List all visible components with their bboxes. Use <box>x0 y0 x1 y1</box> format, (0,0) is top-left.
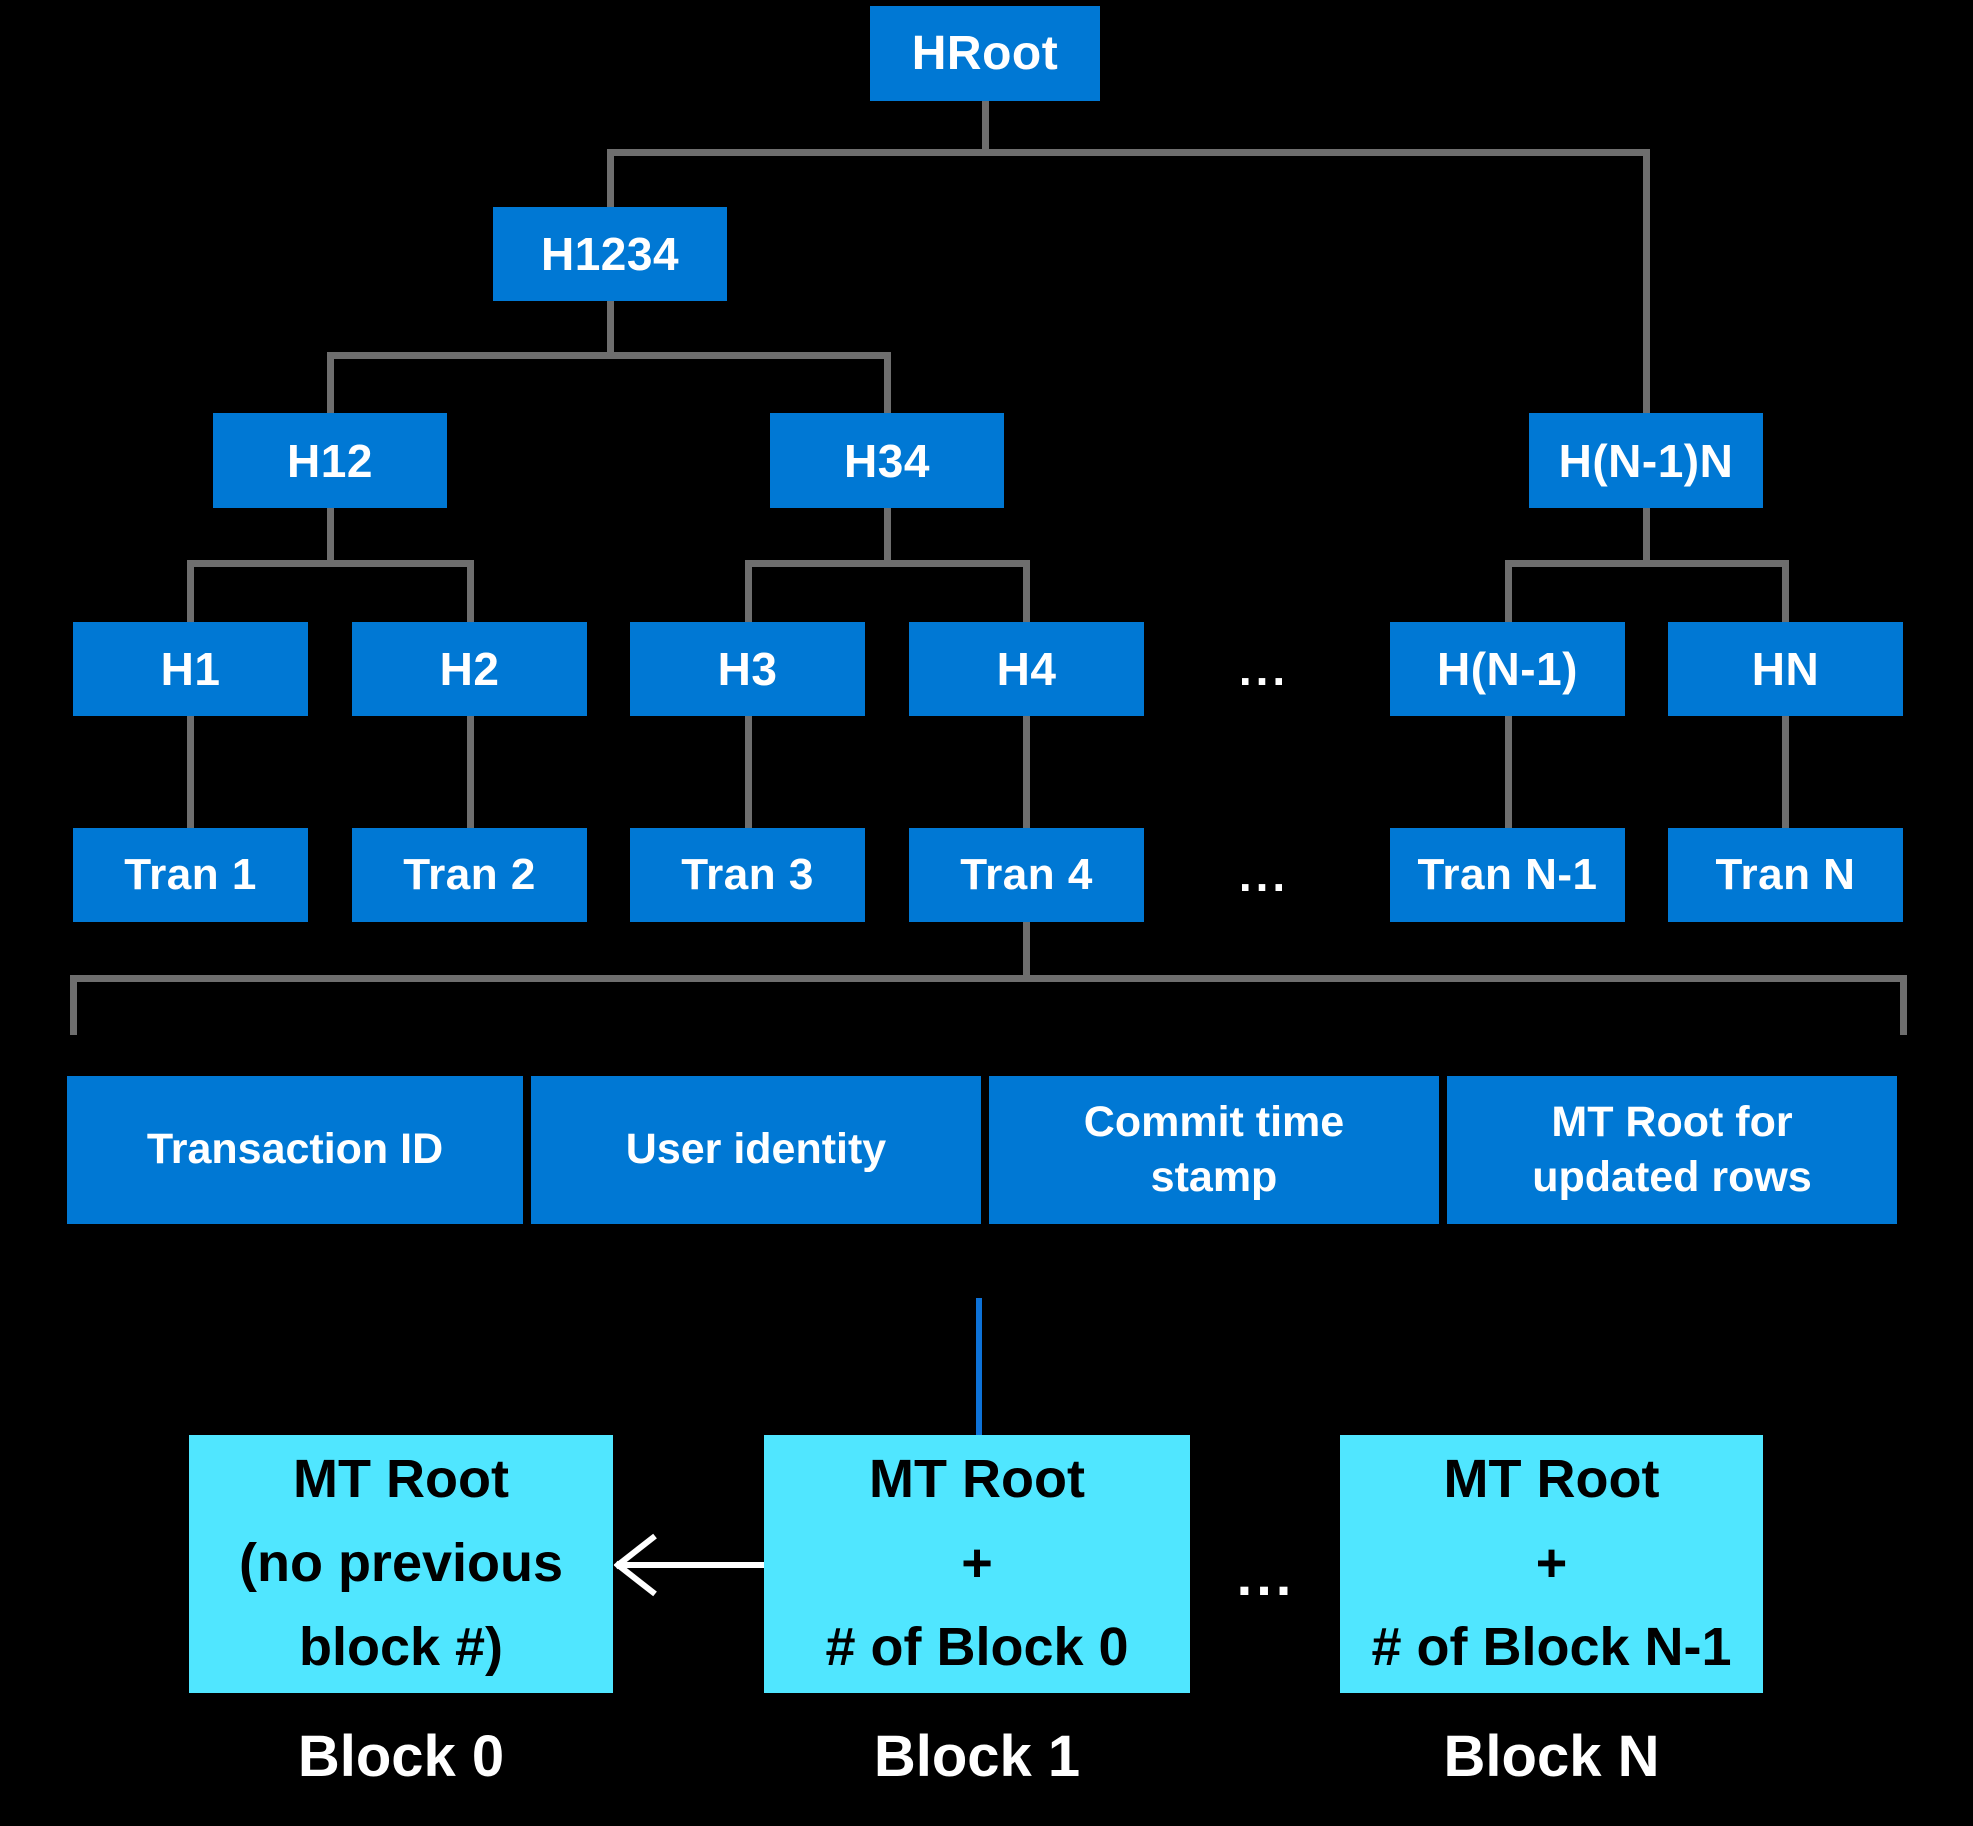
node-h34: H34 <box>770 413 1004 508</box>
node-h4: H4 <box>909 622 1144 716</box>
connector-hn1n-stem <box>1643 507 1650 563</box>
connector-h4-tran4 <box>1023 714 1030 830</box>
connector-drop-h1 <box>187 560 194 622</box>
node-h1: H1 <box>73 622 308 716</box>
connector-h2-tran2 <box>467 714 474 830</box>
connector-hroot-stem <box>982 100 989 152</box>
ellipsis-block-row: ... <box>1236 1543 1296 1607</box>
block0-caption: Block 0 <box>297 1723 505 1789</box>
node-h3: H3 <box>630 622 865 716</box>
connector-level1-horizontal <box>327 352 891 359</box>
block-line: MT Root <box>293 1449 509 1510</box>
node-trann: Tran N <box>1668 828 1903 922</box>
node-hn1: H(N-1) <box>1390 622 1625 716</box>
connector-h1234-stem <box>607 299 614 357</box>
node-hn: HN <box>1668 622 1903 716</box>
connector-hn1n-bracket <box>1505 560 1789 567</box>
connector-record-bracket-right-tick <box>1900 975 1907 1035</box>
connector-h3-tran3 <box>745 714 752 830</box>
block-line: + <box>961 1533 993 1594</box>
connector-drop-hn1 <box>1505 560 1512 622</box>
block-line: MT Root <box>1443 1449 1660 1510</box>
connector-tran4-stem <box>1023 920 1030 978</box>
node-hroot: HRoot <box>870 6 1100 101</box>
connector-drop-h4 <box>1023 560 1030 622</box>
connector-h12-stem <box>327 507 334 563</box>
record-cell-mt-root: MT Root for updated rows <box>1447 1076 1897 1224</box>
record-cell-label: Transaction ID <box>146 1125 444 1174</box>
block1-caption: Block 1 <box>873 1723 1081 1789</box>
node-h12: H12 <box>213 413 447 508</box>
connector-drop-h2 <box>467 560 474 622</box>
record-cell-user-identity: User identity <box>531 1076 981 1224</box>
connector-drop-h34 <box>884 352 891 415</box>
block1-box: MT Root + # of Block 0 <box>764 1435 1190 1693</box>
node-hn1n: H(N-1)N <box>1529 413 1763 508</box>
record-cell-label: MT Root for updated rows <box>1532 1097 1812 1201</box>
block-line: MT Root <box>869 1449 1085 1510</box>
record-cell-transaction-id: Transaction ID <box>67 1076 523 1224</box>
node-tran1: Tran 1 <box>73 828 308 922</box>
connector-drop-hn1n <box>1643 149 1650 415</box>
node-h1234: H1234 <box>493 207 727 301</box>
block0-box: MT Root (no previous block #) <box>189 1435 613 1693</box>
connector-h34-stem <box>884 507 891 563</box>
record-cell-commit-time-stamp: Commit time stamp <box>989 1076 1439 1224</box>
connector-hn-trann <box>1782 714 1789 830</box>
connector-record-to-block1 <box>976 1298 982 1435</box>
blockn-caption: Block N <box>1443 1723 1660 1789</box>
connector-record-bracket <box>70 975 1907 982</box>
record-cell-label: User identity <box>625 1125 887 1174</box>
connector-h1-tran1 <box>187 714 194 830</box>
block-line: # of Block 0 <box>825 1616 1129 1677</box>
node-tran4: Tran 4 <box>909 828 1144 922</box>
block-line: block #) <box>298 1616 504 1677</box>
block-line: # of Block N-1 <box>1371 1616 1732 1677</box>
ellipsis-hash-row: ... <box>1238 643 1290 695</box>
node-trann1: Tran N-1 <box>1390 828 1625 922</box>
connector-hn1-trann1 <box>1505 714 1512 830</box>
blockn-box: MT Root + # of Block N-1 <box>1340 1435 1763 1693</box>
connector-record-bracket-left-tick <box>70 975 77 1035</box>
connector-drop-hn <box>1782 560 1789 622</box>
node-tran2: Tran 2 <box>352 828 587 922</box>
arrow-shaft <box>617 1562 764 1568</box>
connector-h12-bracket <box>187 560 474 567</box>
connector-drop-h12 <box>327 352 334 415</box>
connector-drop-h1234 <box>607 149 614 209</box>
connector-h34-bracket <box>745 560 1030 567</box>
record-cell-label: Commit time stamp <box>1083 1097 1345 1201</box>
connector-level0-horizontal <box>607 149 1650 156</box>
node-h2: H2 <box>352 622 587 716</box>
block-line: (no previous <box>238 1533 564 1594</box>
connector-drop-h3 <box>745 560 752 622</box>
node-tran3: Tran 3 <box>630 828 865 922</box>
ellipsis-tran-row: ... <box>1238 849 1290 901</box>
block-line: + <box>1535 1533 1568 1594</box>
